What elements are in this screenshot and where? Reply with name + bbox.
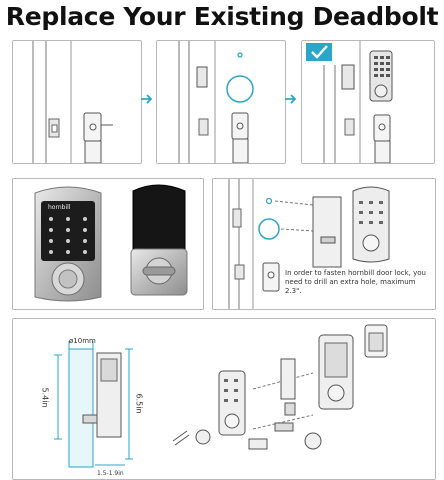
hole-diameter-label: ø10mm <box>69 337 96 345</box>
drill-extra-hole-panel: In order to fasten hornbill door lock, y… <box>212 178 436 310</box>
drill-instruction-note: In order to fasten hornbill door lock, y… <box>285 269 426 295</box>
page-title: Replace Your Existing Deadbolt <box>5 2 439 31</box>
installed-keypad-illustration <box>323 41 393 163</box>
checkmark-icon <box>306 43 332 61</box>
door-hole-illustration <box>178 41 254 163</box>
product-photo: hornbill <box>34 184 188 302</box>
height-label-6-5in: 6.5in <box>134 393 144 414</box>
step-3-installed-lock-panel <box>301 40 435 164</box>
existing-deadbolt-illustration <box>32 41 113 163</box>
backset-width-label: 1.5-1.9in <box>97 470 124 477</box>
step-2-remove-deadbolt-panel <box>156 40 286 164</box>
step-1-existing-deadbolt-panel <box>12 40 142 164</box>
dimension-illustration <box>54 324 388 468</box>
arrow-right-icon <box>285 94 299 104</box>
product-photo-panel: hornbill <box>12 178 204 310</box>
dimensions-exploded-view-panel: ø10mm 5.4in 6.5in 1.5-1.9in <box>12 318 436 480</box>
arrow-right-icon <box>141 94 155 104</box>
drill-hole-illustration <box>228 179 390 309</box>
brand-logo: hornbill <box>48 204 71 211</box>
height-label-5-4in: 5.4in <box>40 387 50 408</box>
